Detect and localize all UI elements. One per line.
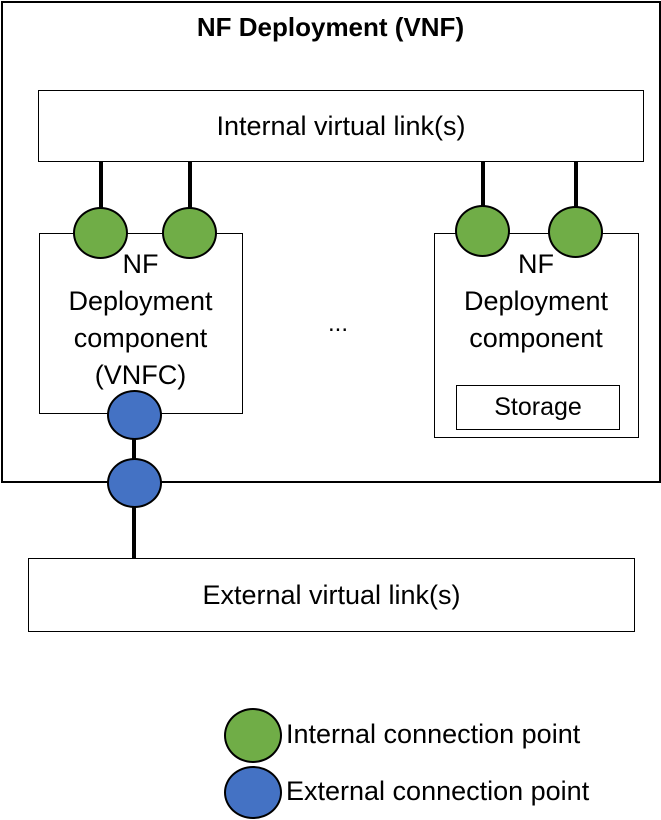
vnfc-right-box: NF Deployment component Storage	[434, 233, 639, 438]
vnfc-left-line1: NF	[122, 249, 159, 279]
vnfc-right-line3: component	[469, 323, 603, 353]
internal-virtual-link-label: Internal virtual link(s)	[216, 110, 466, 141]
wire-left-1	[99, 162, 103, 208]
legend-internal-label: Internal connection point	[286, 719, 581, 749]
wire-external-2	[132, 506, 136, 560]
external-virtual-link-label: External virtual link(s)	[202, 579, 461, 610]
diagram-title: NF Deployment (VNF)	[196, 12, 465, 42]
vnfc-right-line1: NF	[518, 249, 554, 279]
wire-external-1	[132, 436, 136, 460]
internal-cp-right-1	[455, 205, 510, 257]
external-cp-vnf	[107, 458, 162, 508]
wire-left-2	[188, 162, 192, 208]
ellipsis: ...	[327, 310, 348, 337]
vnfc-left-box: NF Deployment component (VNFC)	[39, 233, 243, 414]
legend-internal-cp-icon	[224, 708, 282, 763]
external-virtual-link-box: External virtual link(s)	[28, 558, 635, 632]
vnfc-left-line2: Deployment	[68, 286, 213, 316]
legend-external-cp-icon	[224, 766, 282, 819]
internal-cp-left-1	[73, 207, 128, 259]
vnf-frame	[1, 1, 661, 483]
storage-box: Storage	[456, 385, 620, 430]
vnfc-left-line3: component	[73, 323, 208, 353]
wire-right-2	[574, 162, 578, 208]
external-cp-vnfc	[107, 390, 162, 440]
legend-external-label: External connection point	[286, 776, 590, 806]
internal-virtual-link-box: Internal virtual link(s)	[38, 90, 644, 162]
internal-cp-left-2	[162, 207, 217, 259]
internal-cp-right-2	[548, 206, 603, 258]
vnfc-right-line2: Deployment	[463, 286, 609, 316]
vnfc-left-line4: (VNFC)	[94, 360, 187, 390]
wire-right-1	[481, 162, 485, 208]
